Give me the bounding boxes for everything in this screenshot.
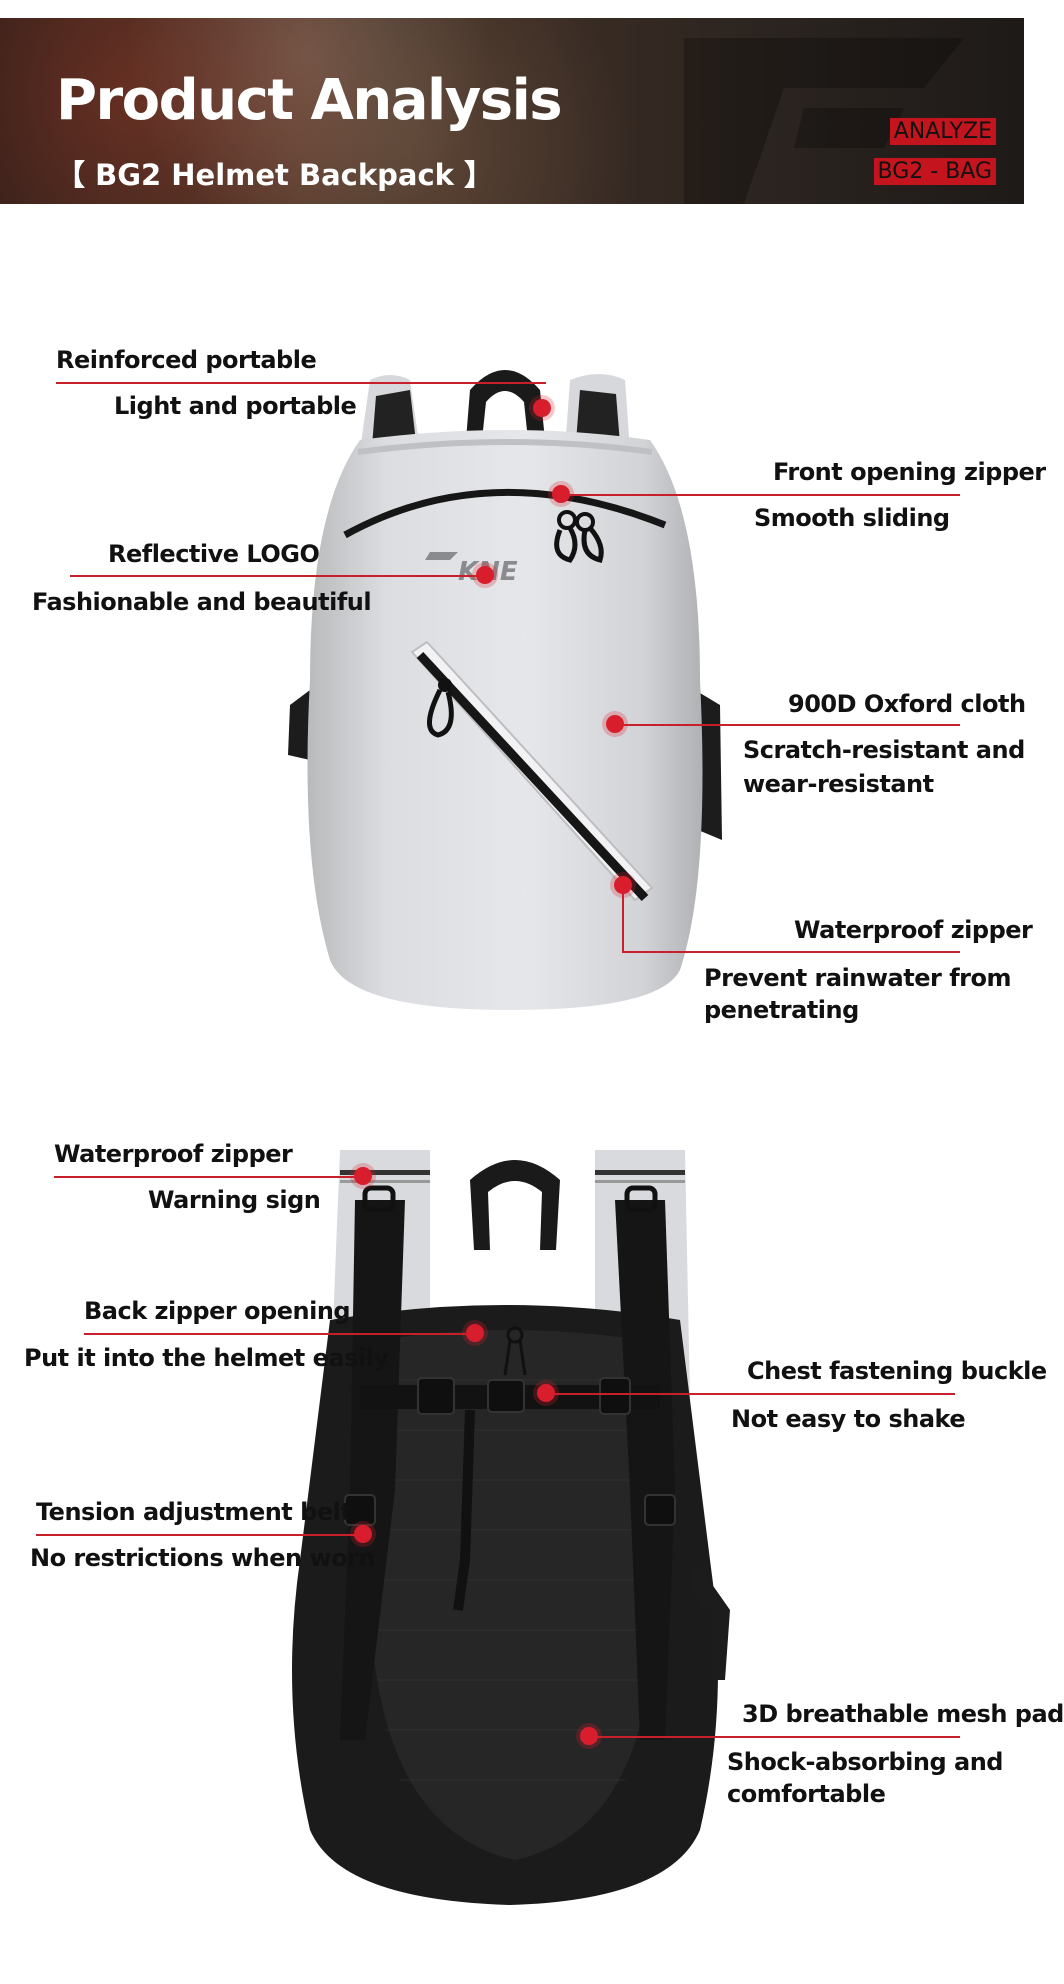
- callout-desc: Not easy to shake: [731, 1405, 966, 1433]
- callout-title: Reflective LOGO: [108, 540, 320, 568]
- callout-line: [54, 1176, 364, 1178]
- front-backpack-image: KNE: [288, 370, 722, 1010]
- callout-desc: Shock-absorbing and: [727, 1748, 1003, 1776]
- page-title: Product Analysis: [56, 68, 563, 133]
- callout-desc: penetrating: [704, 996, 859, 1024]
- hotspot-marker: [552, 485, 570, 503]
- callout-desc: Light and portable: [114, 392, 357, 420]
- callout-desc: Smooth sliding: [754, 504, 950, 532]
- callout-title: 3D breathable mesh pad: [742, 1700, 1064, 1728]
- callout-title: Front opening zipper: [773, 458, 1046, 486]
- callout-title: Back zipper opening: [84, 1297, 351, 1325]
- callout-desc: No restrictions when worn: [30, 1544, 376, 1572]
- hotspot-marker: [614, 876, 632, 894]
- hotspot-marker: [354, 1167, 372, 1185]
- hotspot-marker: [466, 1324, 484, 1342]
- callout-line: [615, 724, 960, 726]
- hotspot-marker: [476, 566, 494, 584]
- callout-line: [84, 1333, 474, 1335]
- callout-title: Reinforced portable: [56, 346, 317, 374]
- callout-title: Chest fastening buckle: [747, 1357, 1047, 1385]
- back-backpack-image: [292, 1150, 730, 1905]
- callout-title: Waterproof zipper: [54, 1140, 293, 1168]
- banner-background-image: [0, 18, 1024, 204]
- page-subtitle: 【 BG2 Helmet Backpack 】: [56, 158, 494, 192]
- header-banner: Product Analysis 【 BG2 Helmet Backpack 】…: [0, 18, 1024, 204]
- callout-line: [56, 382, 546, 384]
- model-tag: BG2 - BAG: [873, 158, 996, 185]
- callout-line: [36, 1534, 366, 1536]
- hotspot-marker: [606, 715, 624, 733]
- callout-line: [560, 494, 960, 496]
- hotspot-marker: [533, 399, 551, 417]
- callout-title: Tension adjustment belt: [36, 1498, 352, 1526]
- callout-title: Waterproof zipper: [794, 916, 1033, 944]
- hotspot-marker: [354, 1525, 372, 1543]
- callout-desc: Warning sign: [148, 1186, 321, 1214]
- callout-desc: Fashionable and beautiful: [32, 588, 372, 616]
- hotspot-marker: [537, 1384, 555, 1402]
- callout-title: 900D Oxford cloth: [788, 690, 1026, 718]
- callout-desc: Prevent rainwater from: [704, 964, 1011, 992]
- callout-line: [545, 1393, 955, 1395]
- callout-line: [622, 951, 960, 953]
- callout-desc: Put it into the helmet easily: [24, 1344, 389, 1372]
- callout-line: [588, 1736, 960, 1738]
- analyze-tag: ANALYZE: [889, 118, 996, 145]
- callout-desc: Scratch-resistant and: [743, 736, 1025, 764]
- callout-desc: wear-resistant: [743, 770, 934, 798]
- callout-desc: comfortable: [727, 1780, 886, 1808]
- hotspot-marker: [580, 1727, 598, 1745]
- callout-line: [70, 575, 490, 577]
- callout-line: [622, 880, 624, 952]
- brand-watermark-icon: [684, 38, 964, 204]
